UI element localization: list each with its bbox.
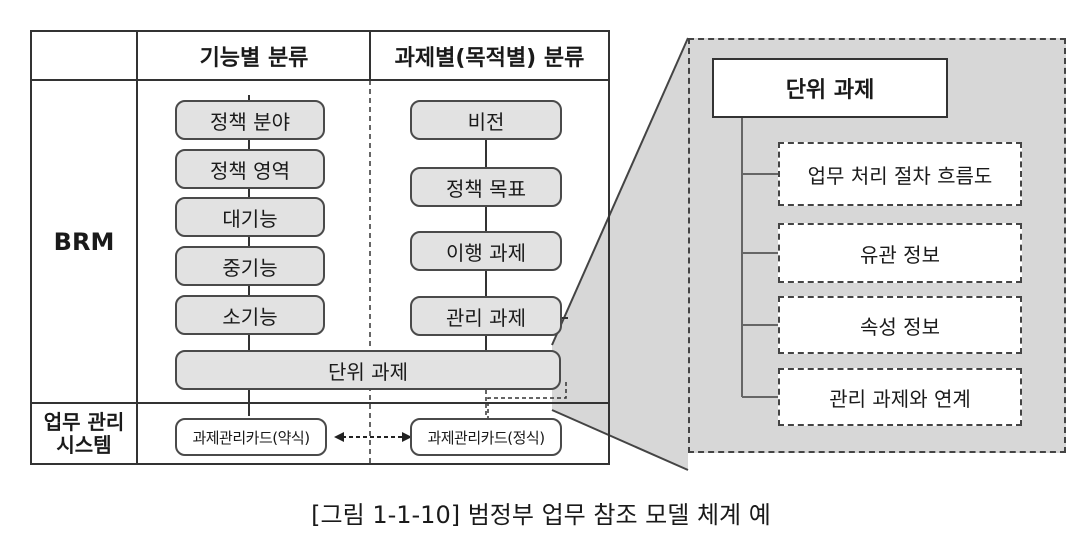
column-header-task: 과제별(목적별) 분류 [394, 45, 585, 71]
row-label-system: 업무 관리 시스템 [32, 405, 136, 463]
panel-title-box: 단위 과제 [712, 58, 948, 118]
panel-item-process-flow: 업무 처리 절차 흐름도 [778, 142, 1022, 206]
task-vision: 비전 [410, 100, 562, 140]
row-label-brm: BRM [53, 228, 115, 256]
panel-item-attribute-info: 속성 정보 [778, 296, 1022, 354]
card-formal: 과제관리카드(정식) [410, 418, 562, 456]
func-mid-function: 중기능 [175, 246, 325, 286]
func-major-function: 대기능 [175, 197, 325, 237]
task-policy-goal: 정책 목표 [410, 167, 562, 207]
func-sub-function: 소기능 [175, 295, 325, 335]
zoom-wedge [552, 38, 688, 470]
task-implementation: 이행 과제 [410, 231, 562, 271]
table-frame [30, 30, 610, 465]
row-label-system-line1: 업무 관리 [43, 410, 125, 434]
figure-caption: [그림 1-1-10] 범정부 업무 참조 모델 체계 예 [311, 501, 771, 529]
row-label-system-line2: 시스템 [56, 433, 112, 457]
panel-item-management-link: 관리 과제와 연계 [778, 368, 1022, 426]
unit-task-bar: 단위 과제 [175, 350, 561, 390]
func-policy-field: 정책 분야 [175, 100, 325, 140]
column-header-functional: 기능별 분류 [199, 45, 309, 71]
func-policy-area: 정책 영역 [175, 149, 325, 189]
task-management: 관리 과제 [410, 296, 562, 336]
card-draft: 과제관리카드(약식) [175, 418, 327, 456]
panel-item-related-info: 유관 정보 [778, 223, 1022, 283]
